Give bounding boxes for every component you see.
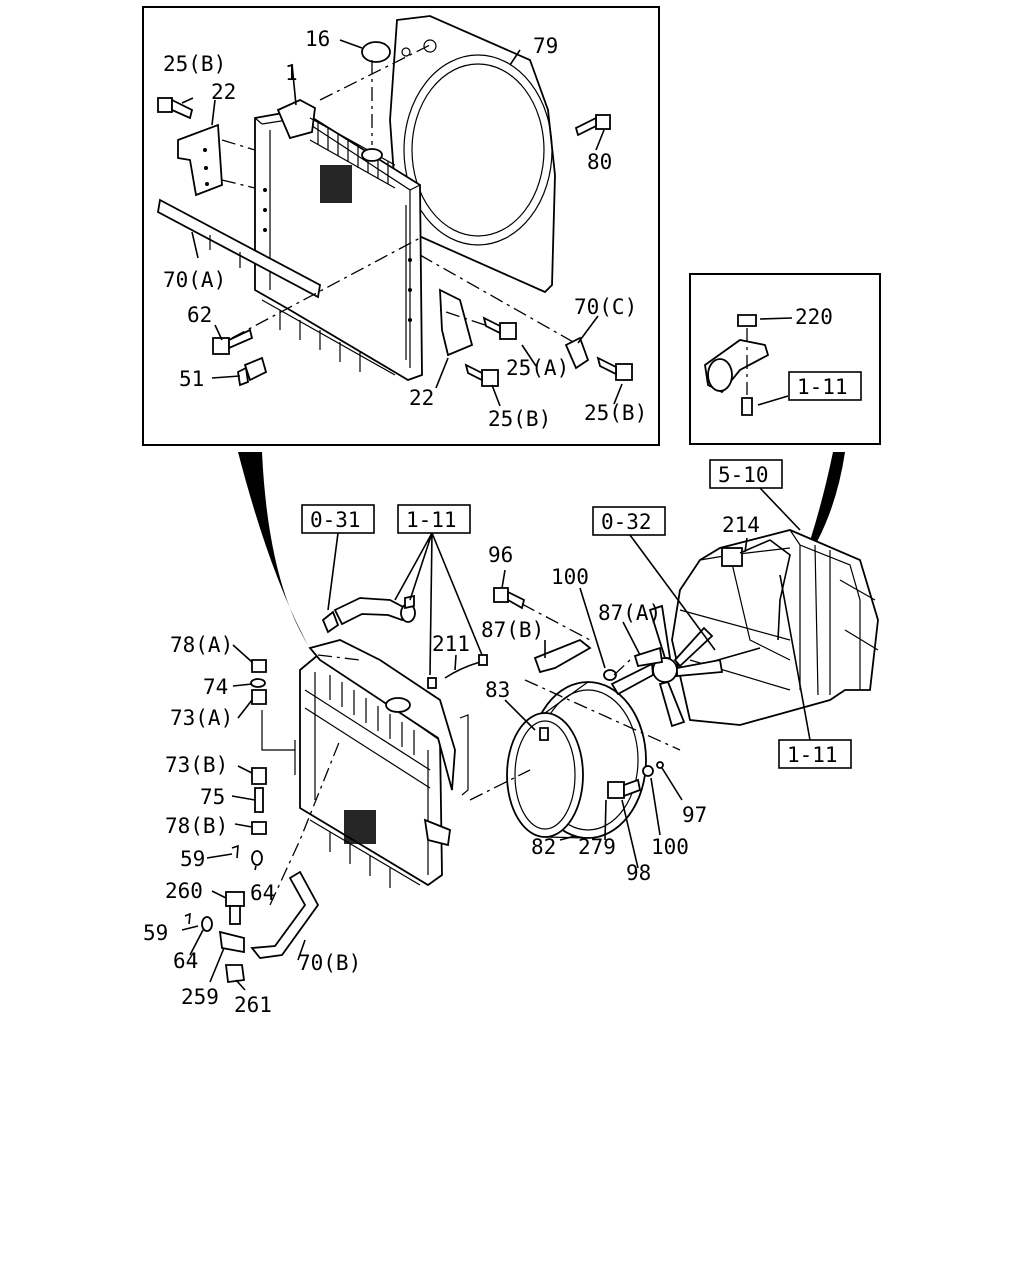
label-73a: 73(A): [170, 706, 233, 730]
label-97: 97: [682, 803, 707, 827]
label-78b: 78(B): [165, 814, 228, 838]
bolt-25b-right: [596, 356, 633, 381]
label-74: 74: [203, 675, 228, 699]
label-51: 51: [179, 367, 204, 391]
bolt-260-part: [225, 891, 245, 925]
label-96: 96: [488, 543, 513, 567]
mount-stack-part: [250, 659, 296, 866]
upper-hose-part: [321, 594, 416, 634]
label-279: 279: [578, 835, 616, 859]
label-79: 79: [533, 34, 558, 58]
label-260: 260: [165, 879, 203, 903]
label-80: 80: [587, 150, 612, 174]
label-64-bottom: 64: [173, 949, 198, 973]
label-25b-mid: 25(B): [488, 407, 551, 431]
label-259: 259: [181, 985, 219, 1009]
label-100-bottom: 100: [651, 835, 689, 859]
label-220: 220: [795, 305, 833, 329]
label-98: 98: [626, 861, 651, 885]
label-82: 82: [531, 835, 556, 859]
bolt-62: [212, 328, 254, 355]
radiator-cap-part: [361, 41, 391, 63]
bolt-25b-mid: [464, 363, 499, 387]
ref-0-32: 0-32: [601, 510, 652, 534]
ref-0-31: 0-31: [310, 508, 361, 532]
drain-plug-51: [237, 356, 268, 387]
clamp-259-part: [218, 930, 245, 954]
bracket-22-bottom-part: [439, 288, 474, 357]
label-16: 16: [305, 27, 330, 51]
inset-radiator-exploded: 16 79 25(B) 22 1 80 70(A) 62 70(C) 51 25…: [142, 6, 660, 446]
label-62: 62: [187, 303, 212, 327]
ref-1-11-right: 1-11: [787, 743, 838, 767]
ref-box-1-11-right: [778, 739, 852, 769]
label-211: 211: [432, 632, 470, 656]
fan-shroud-part: [389, 15, 556, 294]
bolt-25b-top: [157, 97, 194, 120]
label-22-top: 22: [211, 80, 236, 104]
radiator-part: [254, 98, 423, 381]
label-75: 75: [200, 785, 225, 809]
label-70b: 70(B): [298, 951, 361, 975]
label-70a: 70(A): [163, 268, 226, 292]
ref-box-1-11-inset: [788, 371, 862, 401]
pipe-70b-part: [250, 870, 320, 959]
bolt-part: [741, 397, 753, 416]
clip-70c: [564, 336, 590, 370]
bolt-80: [574, 114, 611, 137]
stay-70a-part: [157, 198, 321, 299]
engine-block-part: [671, 529, 879, 726]
label-59-top: 59: [180, 847, 205, 871]
label-78a: 78(A): [170, 633, 233, 657]
ref-box-1-11-top: [397, 504, 471, 534]
ref-1-11-inset: 1-11: [797, 375, 848, 399]
fan-shroud-main-part: [506, 681, 647, 839]
label-22-bottom: 22: [409, 386, 434, 410]
bolt-98-part: [607, 778, 642, 799]
label-64-top: 64: [250, 881, 275, 905]
bracket-87b-part: [533, 638, 592, 674]
label-1: 1: [285, 61, 298, 85]
label-25a: 25(A): [506, 356, 569, 380]
label-87a: 87(A): [598, 601, 661, 625]
label-214: 214: [722, 513, 760, 537]
nut-261-part: [224, 964, 246, 984]
label-100-top: 100: [551, 565, 589, 589]
main-assembly: 0-31 1-11 0-32 5-10 1-11 214 96 100 87(A…: [143, 459, 879, 1017]
callout-swoosh-left: [238, 452, 308, 645]
bracket-22-top-part: [177, 123, 223, 197]
radiator-main-part: [299, 639, 469, 888]
ref-box-5-10: [709, 459, 783, 489]
bolt-96-part: [493, 587, 526, 610]
label-87b: 87(B): [481, 618, 544, 642]
nut-100-bottom-part: [642, 765, 654, 777]
nut-100-top-part: [603, 669, 617, 681]
label-83: 83: [485, 678, 510, 702]
inset-clamp-detail: 220 1-11: [689, 273, 881, 445]
ref-box-0-31: [301, 504, 375, 534]
ref-box-0-32: [592, 506, 666, 536]
label-59-bottom: 59: [143, 921, 168, 945]
nut-220-part: [737, 314, 757, 327]
ref-1-11-top: 1-11: [406, 508, 457, 532]
ref-5-10: 5-10: [718, 463, 769, 487]
label-70c: 70(C): [574, 295, 637, 319]
label-261: 261: [234, 993, 272, 1017]
hose-214-part: [739, 539, 791, 641]
label-73b: 73(B): [165, 753, 228, 777]
fan-part: [610, 604, 724, 728]
hose-211-part: [444, 661, 481, 679]
label-25b-right: 25(B): [584, 401, 647, 425]
bolt-25a: [482, 316, 517, 340]
label-25b-top: 25(B): [163, 52, 226, 76]
